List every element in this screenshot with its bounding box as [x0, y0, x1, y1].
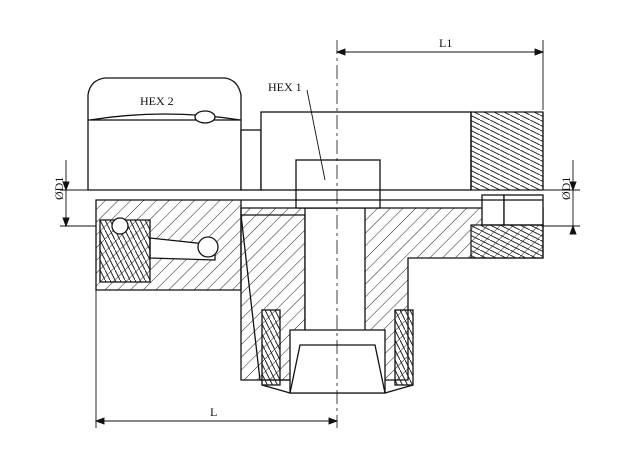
hex2-label: HEX 2: [140, 94, 174, 108]
right-thread-lower: [470, 224, 544, 259]
l-label: L: [210, 405, 217, 419]
ball-hole-icon: [194, 110, 216, 124]
d1-left-label: ØD1: [52, 177, 66, 200]
ball-icon: [197, 236, 219, 258]
hex2-nut: [87, 77, 242, 191]
seal-ring-icon: [111, 217, 129, 235]
section-view: [95, 189, 544, 394]
d1-right-dimension: [543, 160, 580, 235]
hex1-leader: [306, 89, 326, 181]
body-upper: [240, 111, 472, 191]
d1-right-label: ØD1: [559, 177, 573, 200]
l1-dimension: [335, 40, 545, 110]
l-dimension: [94, 290, 339, 428]
hex1-label: HEX 1: [268, 80, 302, 94]
d1-left-dimension: [60, 160, 96, 228]
right-thread-upper: [470, 111, 544, 191]
l1-label: L1: [439, 36, 452, 50]
